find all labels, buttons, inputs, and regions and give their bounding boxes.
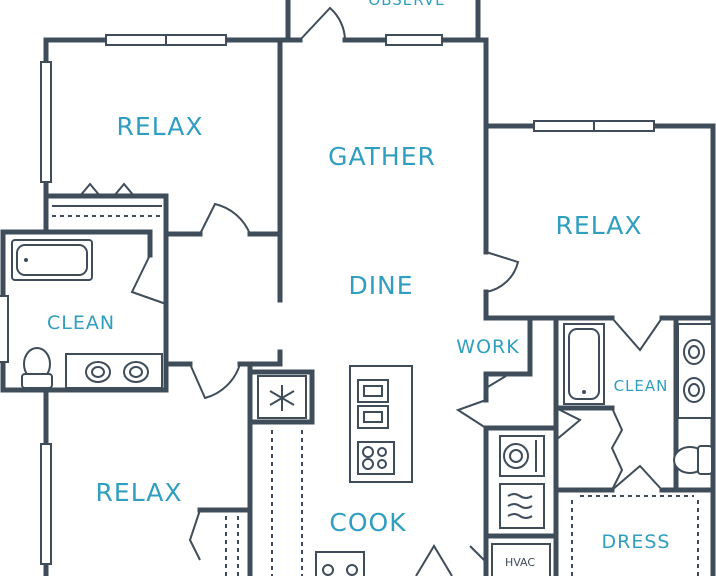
right-bathroom-fixtures (563, 323, 713, 475)
hvac-unit (491, 543, 551, 576)
room-label-relax-right: RELAX (555, 211, 643, 240)
kitchen-fixtures (257, 365, 413, 576)
hvac-label: HVAC (504, 556, 536, 569)
snowflake-icon (269, 385, 295, 411)
closets (52, 205, 699, 576)
stove-icon (357, 441, 395, 475)
sink-icon (85, 361, 111, 383)
doors (79, 6, 663, 576)
room-label-observe: OBSERVE (368, 0, 446, 9)
bathtub-icon (11, 239, 93, 281)
laundry (491, 435, 551, 576)
sink-icon (123, 361, 149, 383)
room-label-dress: DRESS (601, 531, 671, 553)
windows (0, 34, 655, 565)
room-label-cook: COOK (329, 508, 407, 537)
room-label-relax-bottom-left: RELAX (95, 478, 183, 507)
room-label-relax-top-left: RELAX (116, 112, 204, 141)
dryer-icon (499, 483, 545, 529)
left-bathroom-fixtures (11, 239, 163, 389)
sink-icon (683, 377, 705, 403)
room-label-work: WORK (456, 336, 520, 358)
sink-icon (683, 339, 705, 365)
room-label-clean-right: CLEAN (613, 377, 669, 395)
room-label-dine: DINE (348, 271, 414, 300)
room-label-gather: GATHER (328, 142, 436, 171)
room-label-clean-left: CLEAN (46, 312, 116, 334)
